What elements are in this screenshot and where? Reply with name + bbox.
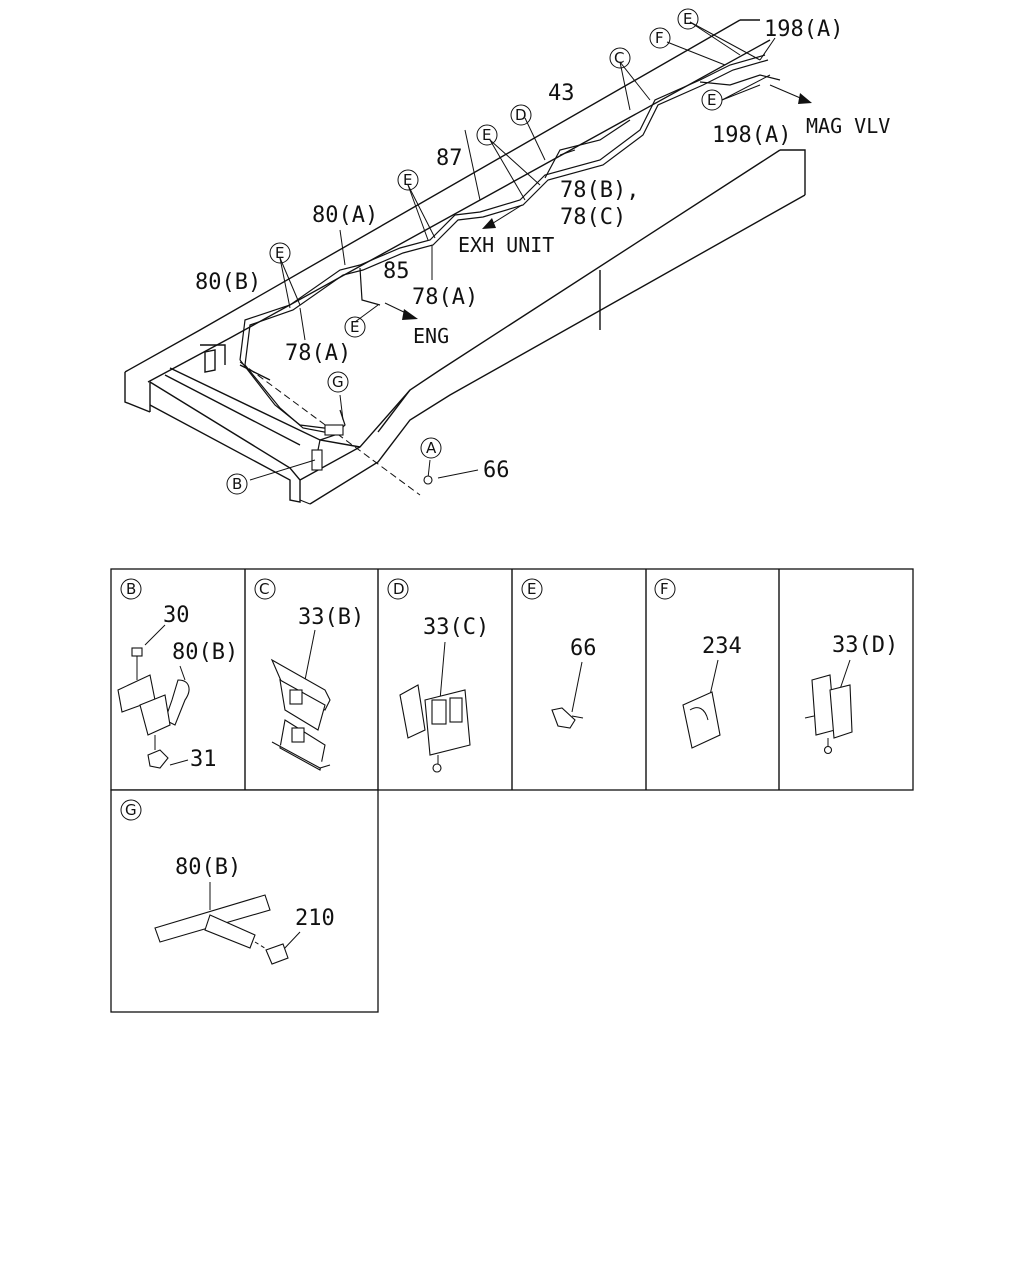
label-80a: 80(A): [312, 203, 378, 228]
callout-letter-E: E: [403, 171, 412, 189]
label-mag-vlv: MAG VLV: [806, 114, 890, 138]
circle-letter-group: E F C E D E E E E G B A: [226, 8, 723, 495]
label-198a-bottom: 198(A): [712, 123, 791, 148]
detail-D2-label-33d: 33(D): [832, 633, 898, 658]
detail-panel-D: D 33(C): [387, 578, 489, 773]
detail-panel-33d: 33(D): [804, 633, 898, 755]
label-87: 87: [436, 146, 463, 171]
callout-circle-G: [327, 371, 349, 393]
label-78a-mid: 78(A): [412, 285, 478, 310]
detail-letter-B: B: [126, 580, 136, 598]
detail-letter-G: G: [125, 801, 137, 819]
detail-letter-C: C: [259, 580, 269, 598]
detail-grid: [110, 568, 914, 1013]
label-85: 85: [383, 259, 410, 284]
callout-letter-B: B: [232, 475, 242, 493]
callout-circle-E: [344, 316, 366, 338]
main-callout-labels: 198(A) 198(A) MAG VLV 43 87 78(B), 78(C)…: [195, 17, 890, 483]
callout-circle-F: [649, 27, 671, 49]
detail-panel-E: E 66: [521, 578, 597, 729]
callout-circle-E: [701, 89, 723, 111]
detail-B-label-30: 30: [163, 603, 190, 628]
label-80b: 80(B): [195, 270, 261, 295]
callout-letter-C: C: [614, 49, 624, 67]
detail-panel-F: F 234: [654, 578, 742, 749]
detail-panel-G: G 80(B) 210: [120, 799, 335, 965]
detail-E-label-66: 66: [570, 636, 597, 661]
label-eng: ENG: [413, 324, 449, 348]
callout-circle-C: [609, 47, 631, 69]
detail-C-label-33b: 33(B): [298, 605, 364, 630]
callout-circle-E: [677, 8, 699, 30]
callout-letter-E: E: [707, 91, 716, 109]
callout-circle-A: [420, 437, 442, 459]
callout-letter-D: D: [515, 106, 527, 124]
callout-letter-E: E: [683, 10, 692, 28]
detail-G-label-80b: 80(B): [175, 855, 241, 880]
callout-circle-E: [269, 242, 291, 264]
label-exh-unit: EXH UNIT: [458, 233, 554, 257]
detail-panel-B: B 30 80(B) 31: [117, 578, 238, 772]
detail-B-label-31: 31: [190, 747, 217, 772]
detail-F-label-234: 234: [702, 634, 742, 659]
detail-B-label-80b: 80(B): [172, 640, 238, 665]
detail-letter-F: F: [660, 580, 669, 598]
label-78b: 78(B),: [560, 178, 639, 203]
label-43: 43: [548, 81, 575, 106]
leader-lines: [249, 21, 776, 485]
label-198a-top: 198(A): [764, 17, 843, 42]
detail-D-label-33c: 33(C): [423, 615, 489, 640]
callout-circle-E: [476, 124, 498, 146]
flow-arrows: [384, 84, 812, 320]
label-78a-left: 78(A): [285, 341, 351, 366]
callout-letter-E: E: [350, 318, 359, 336]
detail-letter-D: D: [393, 580, 405, 598]
callout-circle-B: [226, 473, 248, 495]
callout-letter-G: G: [332, 373, 344, 391]
air-pipe-route: [239, 54, 781, 471]
detail-letter-E: E: [527, 580, 536, 598]
label-66: 66: [483, 458, 510, 483]
callout-letter-F: F: [655, 29, 664, 47]
chassis-frame: [124, 19, 806, 505]
label-78c: 78(C): [560, 205, 626, 230]
callout-letter-E: E: [482, 126, 491, 144]
callout-circle-E: [397, 169, 419, 191]
detail-panel-C: C 33(B): [254, 578, 364, 771]
callout-circle-D: [510, 104, 532, 126]
detail-G-label-210: 210: [295, 906, 335, 931]
callout-letter-A: A: [426, 439, 437, 457]
callout-letter-E: E: [275, 244, 284, 262]
